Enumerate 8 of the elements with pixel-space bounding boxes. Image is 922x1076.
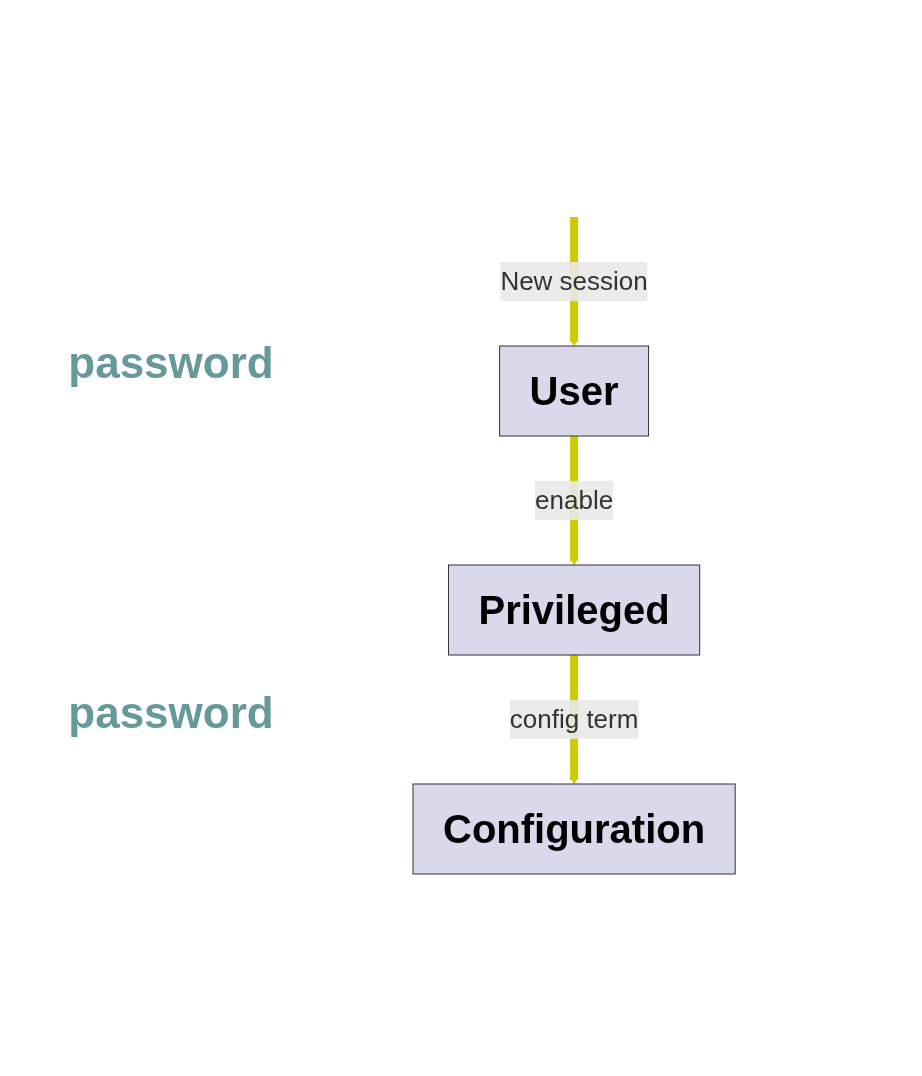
node-box: Configuration	[412, 783, 736, 875]
edge-label: config term	[509, 704, 638, 734]
password-note: password	[68, 338, 274, 388]
node-box: Privileged	[447, 564, 700, 656]
node-box: User	[498, 345, 649, 437]
edge-label: enable	[534, 485, 613, 515]
password-note: password	[68, 688, 274, 738]
edge-label: New session	[499, 266, 648, 296]
